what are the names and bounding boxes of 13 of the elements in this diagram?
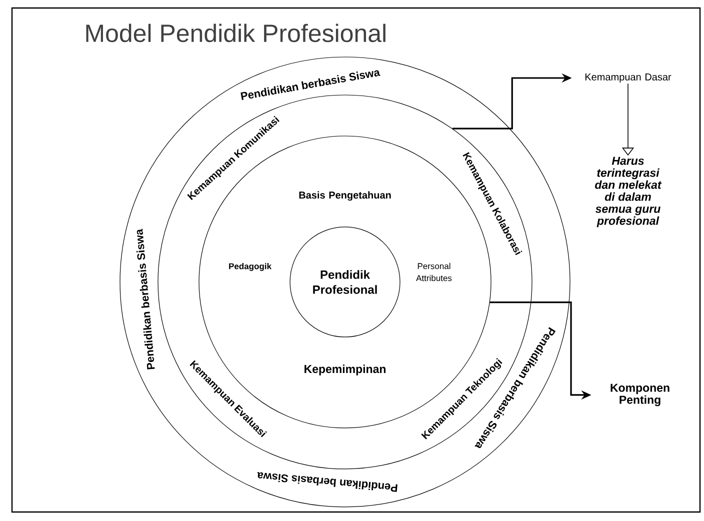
- side-label: Komponen Penting: [610, 384, 670, 406]
- disk-label: Pedagogik: [229, 263, 272, 271]
- disk-label: Basis Pengetahuan: [299, 191, 391, 201]
- disk-label: Kepemimpinan: [304, 364, 386, 376]
- ring-label: Pendidikan berbasis Siswa: [136, 228, 155, 370]
- ring-label: Pendidikan berbasis Siswa: [240, 70, 380, 100]
- side-note: Harus terintegrasi dan melekat di dalam semua guru profesional: [595, 156, 662, 228]
- side-label: Kemampuan Dasar: [585, 74, 672, 82]
- title: Model Pendidik Profesional: [86, 24, 386, 42]
- center-circle: [290, 226, 400, 338]
- center-label: Pendidik Profesional: [313, 270, 377, 294]
- ring-label: Pendidikan berbasis Siswa: [257, 472, 398, 492]
- disk-label: Personal Attributes: [416, 262, 452, 282]
